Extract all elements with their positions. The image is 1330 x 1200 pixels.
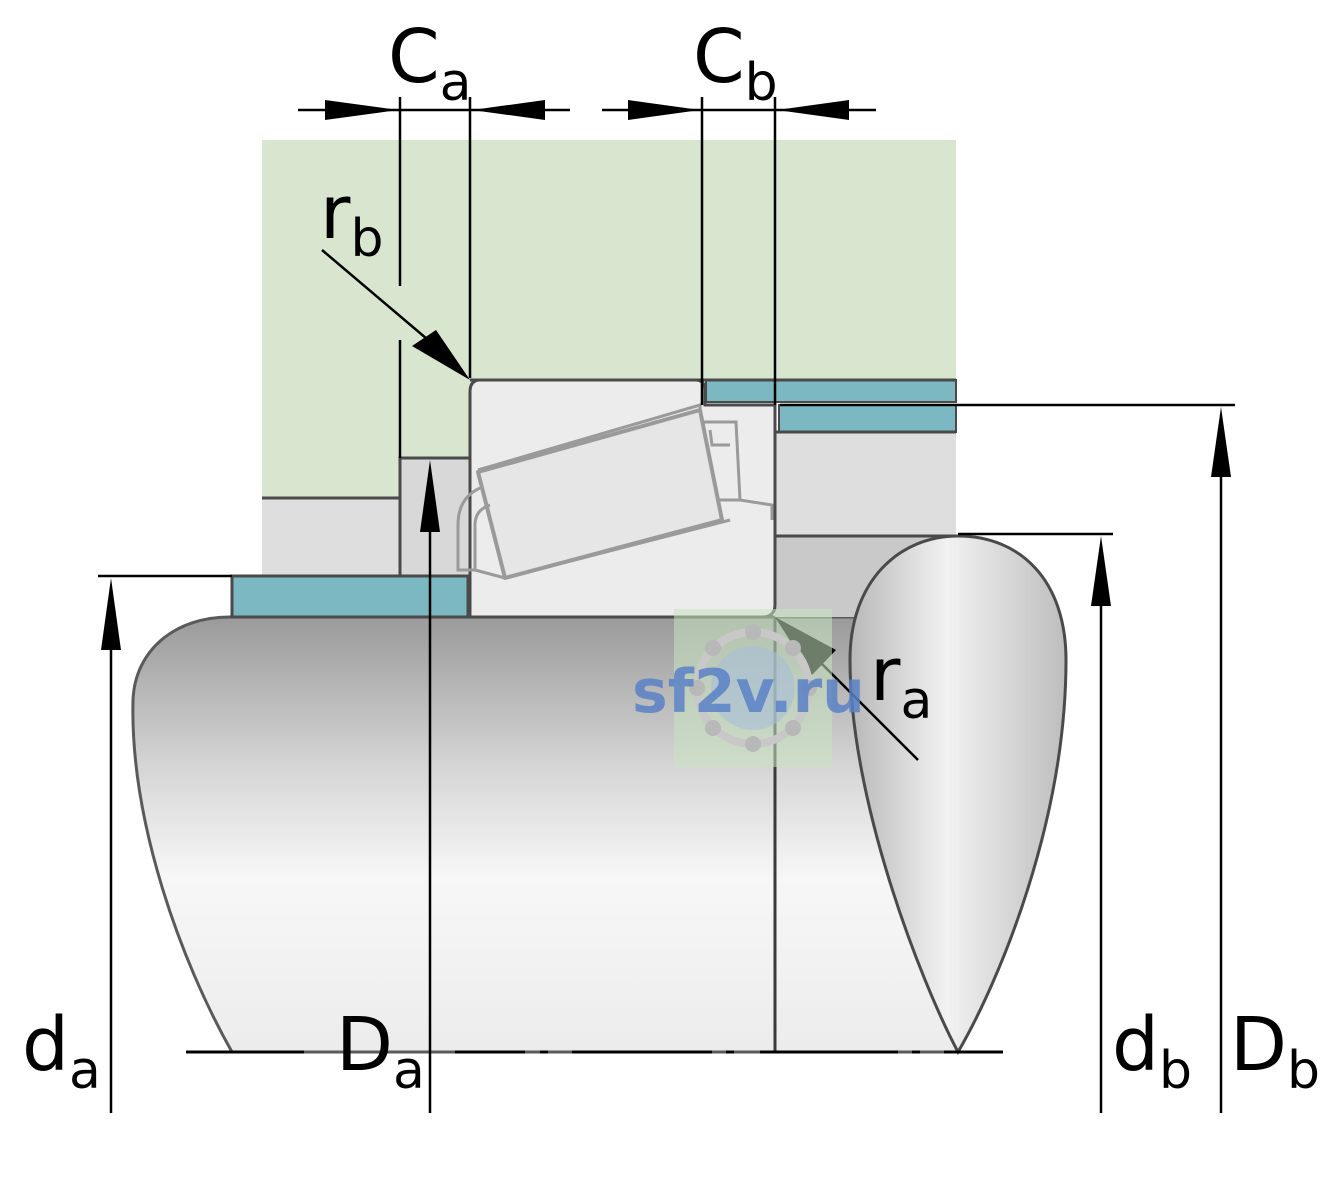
dimension-Da bbox=[420, 460, 440, 1113]
dimension-da bbox=[98, 574, 232, 1113]
label-ra: ra bbox=[870, 632, 932, 731]
tapered-roller bbox=[476, 408, 724, 580]
dimension-rb bbox=[321, 249, 470, 380]
label-rb: rb bbox=[320, 170, 383, 269]
housing-grey-right bbox=[775, 432, 956, 536]
watermark-logo: sf2v.ru bbox=[632, 609, 865, 767]
spacer-sleeve-left bbox=[230, 574, 470, 619]
tapered-roller-bearing bbox=[456, 378, 777, 619]
label-ca: Ca bbox=[388, 14, 472, 113]
bearing-raceway bbox=[477, 403, 774, 520]
dimension-cb bbox=[602, 97, 876, 405]
spacer-sleeve-top bbox=[705, 379, 957, 403]
dimension-ca bbox=[298, 97, 570, 458]
cage-left bbox=[456, 486, 491, 572]
inner-ring-flange bbox=[703, 420, 742, 501]
spacer-sleeve-right bbox=[778, 404, 957, 433]
watermark-text: sf2v.ru bbox=[632, 657, 865, 727]
dimension-db bbox=[958, 532, 1113, 1113]
inner-ring-bottom bbox=[474, 568, 506, 580]
housing-section bbox=[262, 140, 956, 498]
inner-ring-base bbox=[504, 518, 731, 580]
label-Db: Db bbox=[1230, 1002, 1320, 1101]
label-da: da bbox=[22, 1002, 101, 1101]
label-db: db bbox=[1112, 1002, 1192, 1101]
label-cb: Cb bbox=[693, 14, 778, 113]
housing-grey-left bbox=[262, 498, 400, 576]
label-Da: Da bbox=[336, 1002, 425, 1101]
inner-ring-flange-small bbox=[708, 429, 730, 447]
dimension-Db bbox=[780, 403, 1235, 1113]
